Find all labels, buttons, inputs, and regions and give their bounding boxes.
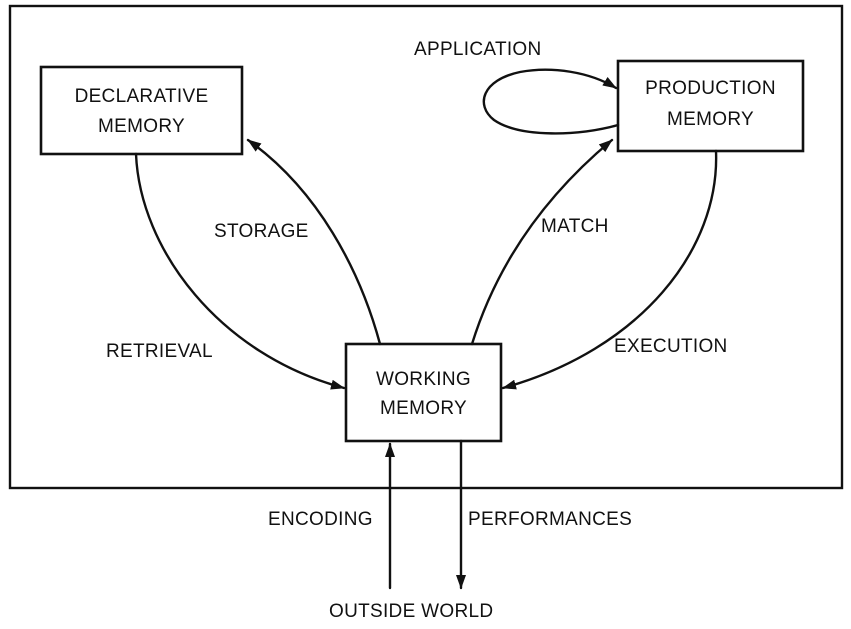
match-arrow: [470, 138, 614, 346]
production-memory-box: PRODUCTION MEMORY: [616, 59, 805, 153]
storage-arrow: [246, 138, 382, 346]
system-boundary-frame: [8, 4, 844, 490]
application-loop-arrow: [482, 68, 620, 135]
declarative-memory-label-line2: MEMORY: [98, 116, 185, 137]
working-memory-label-line2: MEMORY: [380, 398, 467, 419]
match-label: MATCH: [541, 216, 609, 237]
outside-world-label: OUTSIDE WORLD: [329, 601, 493, 622]
retrieval-arrow: [134, 152, 346, 390]
working-memory-label-line1: WORKING: [376, 369, 471, 390]
production-memory-label-line2: MEMORY: [667, 109, 754, 130]
encoding-label: ENCODING: [268, 509, 373, 530]
retrieval-label: RETRIEVAL: [106, 341, 213, 362]
production-memory-label-line1: PRODUCTION: [645, 78, 776, 99]
performances-label: PERFORMANCES: [468, 509, 632, 530]
application-label: APPLICATION: [414, 39, 542, 60]
working-memory-box: WORKING MEMORY: [344, 342, 503, 443]
storage-label: STORAGE: [214, 221, 309, 242]
execution-arrow: [501, 149, 718, 390]
execution-label: EXECUTION: [614, 336, 728, 357]
declarative-memory-box: DECLARATIVE MEMORY: [39, 65, 244, 156]
declarative-memory-label-line1: DECLARATIVE: [75, 86, 209, 107]
